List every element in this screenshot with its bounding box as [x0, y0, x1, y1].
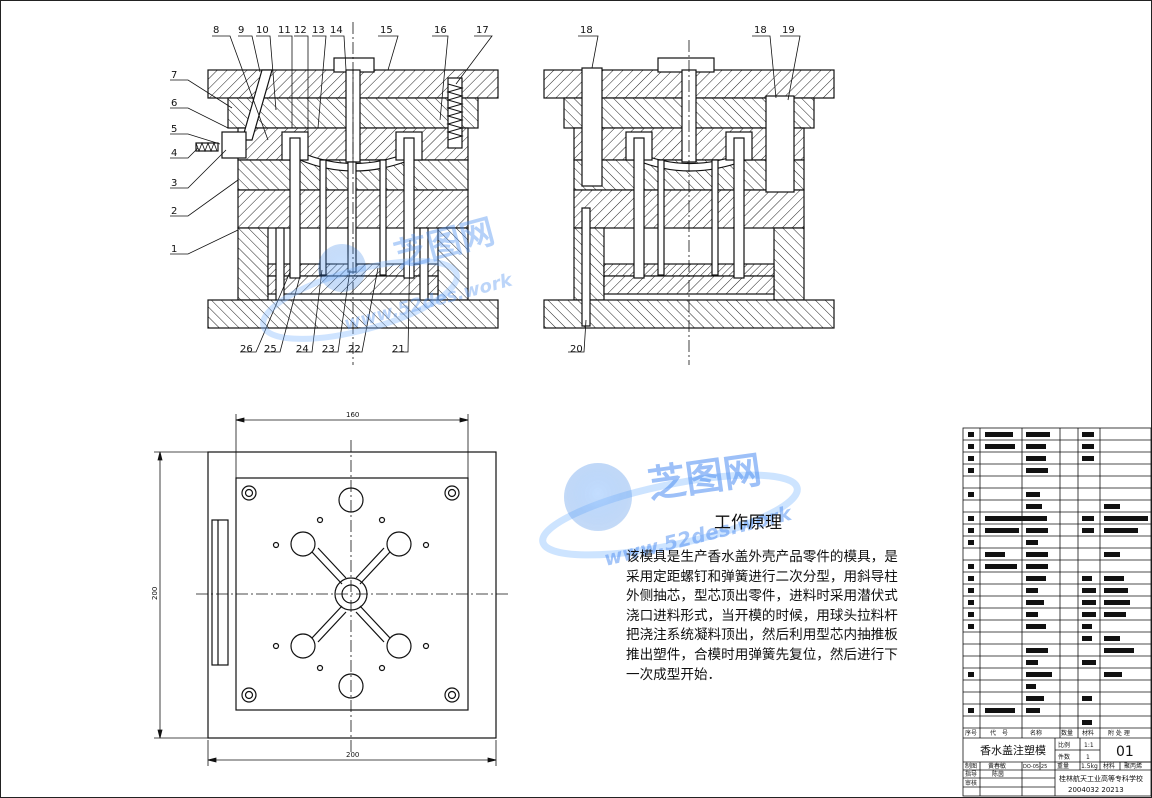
part-label: 8 — [213, 25, 219, 36]
plan-side-slide — [211, 519, 229, 666]
review-label: 审核 — [965, 779, 977, 787]
part-label: 1 — [171, 244, 177, 255]
part-label: 18 — [580, 25, 593, 36]
limit-screw — [195, 142, 219, 152]
part-label: 10 — [256, 25, 269, 36]
material-value: 聚丙烯 — [1124, 762, 1142, 770]
bom-redacted-cells — [968, 432, 1148, 725]
bom-header-code: 代 号 — [990, 729, 1008, 737]
front-part-labels: 7 6 5 4 3 2 1 8 9 10 11 12 13 14 15 16 1… — [171, 25, 489, 355]
guide-hole — [241, 485, 257, 501]
drawing-number: 01 — [1116, 744, 1134, 760]
bom-header-treatment: 附 处 理 — [1108, 729, 1130, 737]
weight-label: 重量 — [1057, 762, 1069, 770]
return-pin — [581, 207, 591, 327]
date-value: DO-05-25 — [1023, 764, 1047, 770]
check-label: 指导 — [965, 770, 977, 778]
part-label: 12 — [294, 25, 307, 36]
part-label: 23 — [322, 344, 335, 355]
working-principle-title: 工作原理 — [714, 513, 782, 533]
student-number: 2004032 20213 — [1068, 786, 1124, 794]
part-label: 15 — [380, 25, 393, 36]
part-label: 21 — [392, 344, 405, 355]
school-name: 桂林航天工业高等专科学校 — [1059, 774, 1143, 783]
part-label: 5 — [171, 124, 177, 135]
part-label: 22 — [348, 344, 361, 355]
part-label: 2 — [171, 206, 177, 217]
drawn-label: 制图 — [965, 762, 977, 770]
guide-hole — [444, 687, 460, 703]
watermark-globe-icon — [564, 463, 632, 531]
bom-header-material: 材料 — [1082, 729, 1094, 737]
angle-pin — [241, 69, 273, 141]
plan-outer-plate — [207, 451, 497, 739]
part-label: 3 — [171, 178, 177, 189]
watermark-brand: 芝图网 — [645, 447, 764, 506]
part-label: 14 — [330, 25, 343, 36]
guide-hole — [241, 687, 257, 703]
part-label: 7 — [171, 70, 177, 81]
part-label: 18 — [754, 25, 767, 36]
part-label: 20 — [570, 344, 583, 355]
side-part-labels: 18 18 19 20 — [570, 25, 795, 355]
dim-bottom-width: 200 — [346, 751, 359, 759]
dimension-lines — [154, 414, 497, 766]
part-label: 17 — [476, 25, 489, 36]
guide-pillar — [581, 67, 603, 187]
plan-view — [207, 451, 497, 739]
part-label: 9 — [238, 25, 244, 36]
part-label: 16 — [434, 25, 447, 36]
part-label: 26 — [240, 344, 253, 355]
weight-value: 1.5kg — [1081, 763, 1098, 770]
bom-rows — [963, 428, 1151, 739]
bom-header-name: 名称 — [1030, 729, 1042, 737]
dim-top-width: 160 — [346, 411, 359, 419]
bom-header-no: 序号 — [965, 729, 977, 737]
title-block-texts: 序号 代 号 名称 数量 材料 附 处 理 香水盖注塑模 比例 1:1 件数 1… — [965, 729, 1143, 794]
check-name: 陈茵 — [992, 770, 1004, 778]
bom-header-qty: 数量 — [1061, 729, 1073, 737]
part-label: 6 — [171, 98, 177, 109]
material-label: 材料 — [1103, 762, 1115, 770]
product-name: 香水盖注塑模 — [980, 743, 1046, 757]
scale-value: 1:1 — [1084, 742, 1094, 749]
working-principle-text: 该模具是生产香水盖外壳产品零件的模具，是采用定距螺钉和弹簧进行二次分型，用斜导柱… — [626, 549, 898, 683]
part-label: 24 — [296, 344, 309, 355]
part-label: 25 — [264, 344, 277, 355]
side-leaders — [568, 35, 801, 353]
part-label: 11 — [278, 25, 291, 36]
part-label: 13 — [312, 25, 325, 36]
watermark-globe-icon — [318, 244, 366, 292]
side-core-slide — [221, 131, 247, 159]
front-leaders — [170, 35, 493, 353]
qty-value: 1 — [1086, 754, 1090, 761]
qty-label: 件数 — [1058, 753, 1070, 761]
title-block — [962, 427, 1152, 797]
part-label: 4 — [171, 148, 177, 159]
part-label: 19 — [782, 25, 795, 36]
dim-left-height: 200 — [151, 587, 159, 600]
spacer-block-left — [237, 227, 269, 301]
guide-hole — [444, 485, 460, 501]
guide-bushing — [765, 95, 795, 193]
dimension-texts: 160 200 200 — [151, 411, 359, 759]
drawn-name: 黄春敏 — [988, 762, 1006, 770]
scale-label: 比例 — [1058, 741, 1070, 749]
